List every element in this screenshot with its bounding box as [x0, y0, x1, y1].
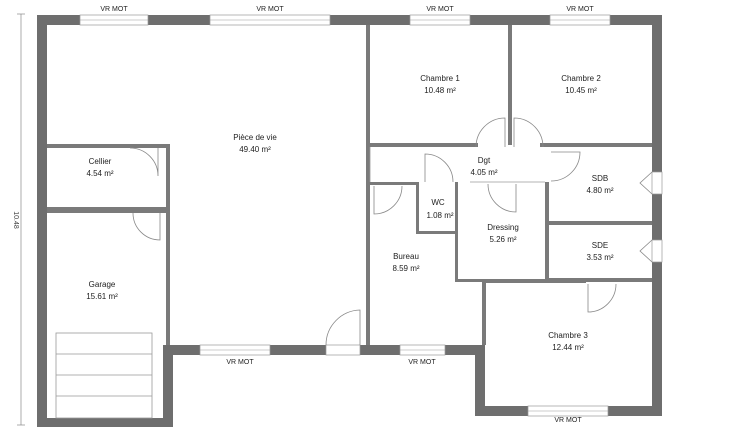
room-name-chambre1: Chambre 1: [420, 74, 460, 83]
room-name-piece-de-vie: Pièce de vie: [233, 133, 277, 142]
interior-walls: [47, 25, 652, 345]
room-name-dressing: Dressing: [487, 223, 519, 232]
room-area-chambre2: 10.45 m²: [565, 86, 597, 95]
room-area-wc: 1.08 m²: [426, 211, 453, 220]
door-chambre1: [475, 117, 506, 148]
room-area-chambre1: 10.48 m²: [424, 86, 456, 95]
room-area-dgt: 4.05 m²: [470, 168, 497, 177]
room-name-garage: Garage: [89, 280, 116, 289]
room-area-sde: 3.53 m²: [586, 253, 613, 262]
window-label-top-3: VR MOT: [426, 6, 454, 13]
door-bureau: [373, 185, 403, 215]
room-name-chambre2: Chambre 2: [561, 74, 601, 83]
room-area-cellier: 4.54 m²: [86, 169, 113, 178]
window-label-top-1: VR MOT: [100, 6, 128, 13]
room-name-chambre3: Chambre 3: [548, 331, 588, 340]
door-wc: [424, 153, 454, 183]
entrance-door-opening: [325, 344, 361, 356]
room-area-sdb: 4.80 m²: [586, 186, 613, 195]
window-label-top-2: VR MOT: [256, 6, 284, 13]
door-entrance: [325, 309, 361, 346]
room-area-chambre3: 12.44 m²: [552, 343, 584, 352]
room-area-piece-de-vie: 49.40 m²: [239, 145, 271, 154]
window-labels: VR MOT VR MOT VR MOT VR MOT VR MOT VR MO…: [100, 6, 594, 424]
window-sdb: [651, 171, 663, 195]
window-label-bottom-1: VR MOT: [226, 359, 254, 366]
window-sde: [651, 239, 663, 263]
window-label-bottom-2: VR MOT: [408, 359, 436, 366]
height-dimension-label: 10.48: [12, 211, 19, 229]
door-dressing: [487, 183, 517, 213]
room-area-dressing: 5.26 m²: [489, 235, 516, 244]
room-labels: Pièce de vie 49.40 m² Cellier 4.54 m² Ga…: [86, 74, 614, 352]
window-label-bottom-3: VR MOT: [554, 417, 582, 424]
door-sde: [587, 283, 617, 313]
doors: [129, 117, 653, 346]
room-name-sde: SDE: [592, 241, 608, 250]
height-dimension: 10.48: [12, 13, 25, 426]
door-cellier: [129, 147, 159, 177]
door-chambre2: [513, 117, 544, 148]
door-sdb: [550, 151, 581, 182]
garage-door: [55, 332, 153, 419]
room-area-garage: 15.61 m²: [86, 292, 118, 301]
door-garage: [132, 212, 161, 241]
room-name-bureau: Bureau: [393, 252, 419, 261]
room-name-cellier: Cellier: [89, 157, 112, 166]
room-name-dgt: Dgt: [478, 156, 491, 165]
room-area-bureau: 8.59 m²: [392, 264, 419, 273]
room-name-wc: WC: [431, 198, 445, 207]
window-label-top-4: VR MOT: [566, 6, 594, 13]
room-name-sdb: SDB: [592, 174, 608, 183]
